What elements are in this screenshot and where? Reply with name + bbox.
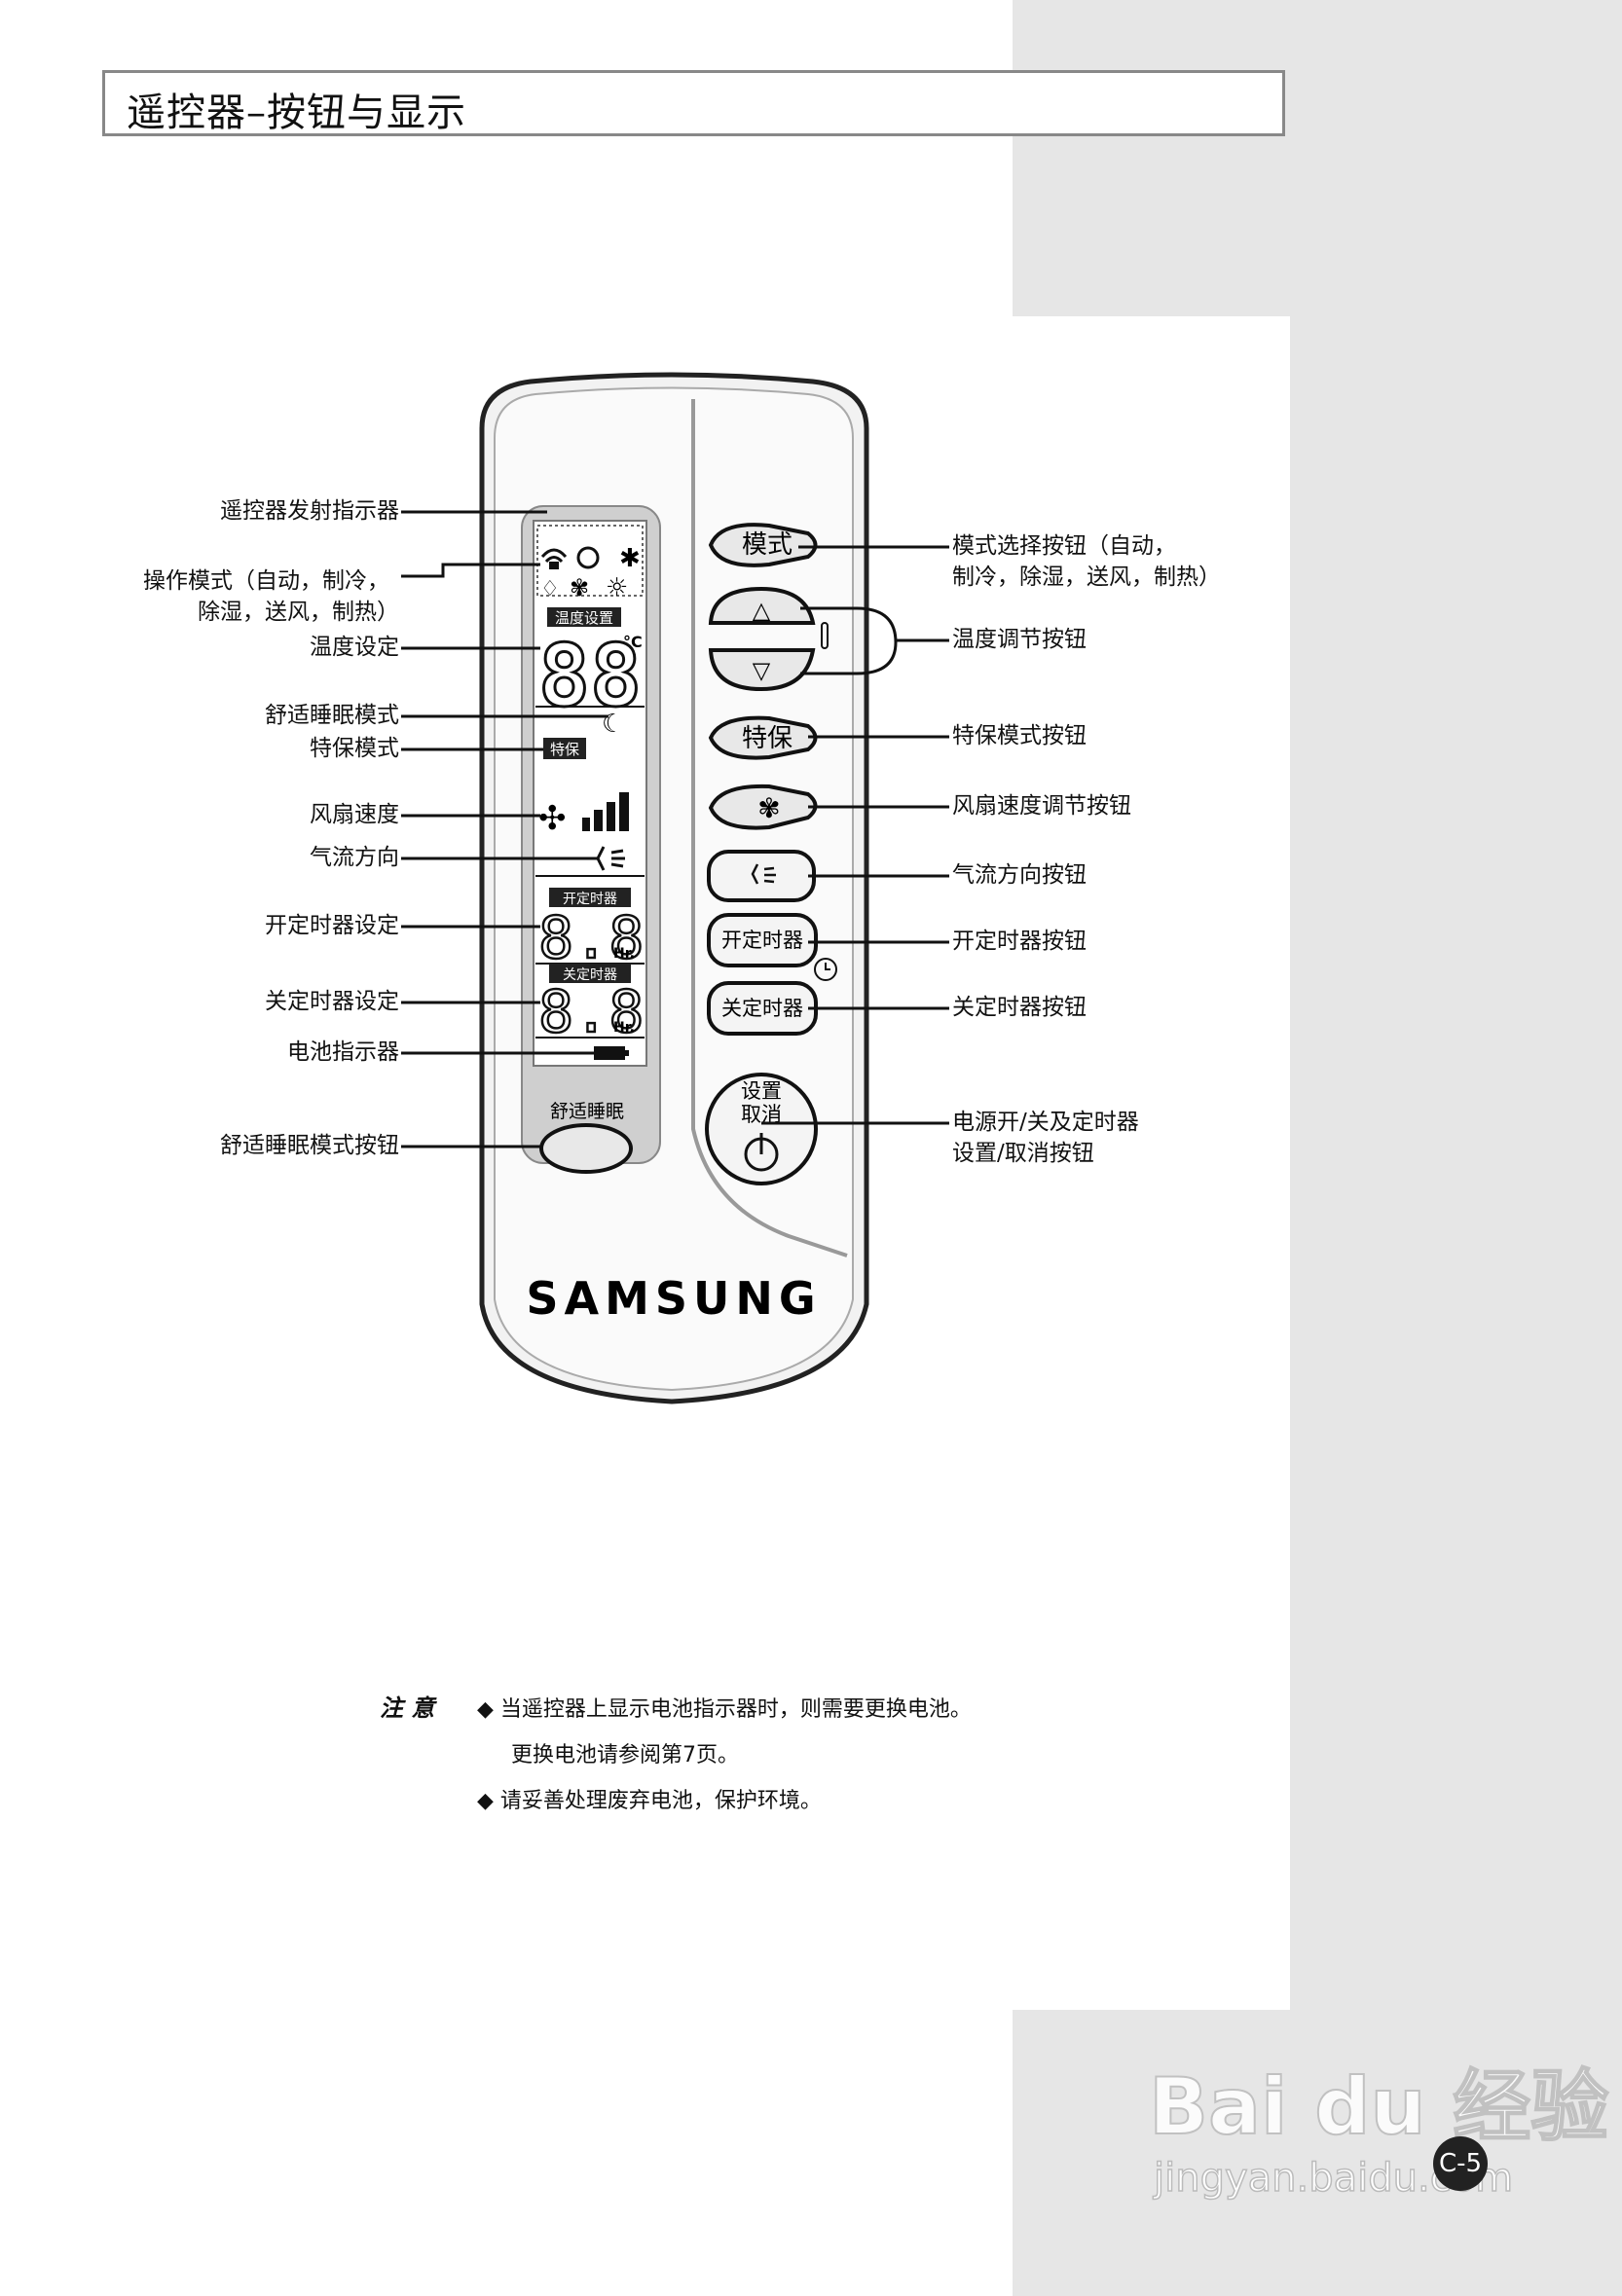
label-fan-speed-button: 风扇速度调节按钮 [952, 793, 1131, 819]
fan-speed-icon: ✣ [538, 799, 567, 838]
label-sleep-mode: 舒适睡眠模式 [265, 703, 399, 728]
watermark-logo: Bai du 经验 [1148, 2060, 1609, 2153]
temp-set-tag-bg [547, 607, 621, 627]
label-temp-setting: 温度设定 [310, 635, 399, 660]
moon-icon: ☾ [602, 710, 624, 739]
airflow-button-icon [751, 863, 776, 885]
gray-band-right [1290, 316, 1622, 2010]
note-line-2: 更换电池请参阅第7页。 [511, 1743, 739, 1768]
label-sleep-button: 舒适睡眠模式按钮 [220, 1133, 399, 1158]
airflow-button [707, 850, 816, 902]
fan-bar-2 [594, 810, 603, 831]
timer-off-hr: Hr. [613, 1020, 635, 1036]
label-mode-button-2: 制冷，除湿，送风，制热） [952, 565, 1221, 590]
label-timer-off-button: 关定时器按钮 [952, 995, 1087, 1020]
brand-logo: SAMSUNG [526, 1272, 821, 1325]
fan-mode-icon: ✾ [570, 574, 589, 601]
clock-icon [814, 958, 837, 981]
label-battery-indicator: 电池指示器 [287, 1039, 399, 1065]
timer-off-tag-bg [549, 964, 631, 983]
temp-digits: 88 [538, 626, 642, 726]
turbo-button-label: 特保 [742, 724, 793, 753]
timer-off-digits: 8.8 [538, 978, 644, 1046]
temp-up-icon: △ [753, 597, 771, 624]
timer-on-hr: Hr. [613, 946, 635, 962]
temp-set-tag: 温度设置 [555, 609, 613, 627]
label-timer-on-setting: 开定时器设定 [265, 913, 399, 938]
temp-unit: °C [623, 633, 643, 651]
note-line-3: ◆ 请妥善处理废弃电池，保护环境。 [477, 1789, 822, 1813]
label-operation-mode-1: 操作模式（自动，制冷， [143, 568, 389, 594]
remote-panel-divider [691, 399, 848, 1257]
timer-on-digits: 8.8 [538, 904, 644, 972]
dry-mode-icon: ♢ [540, 577, 560, 601]
temp-up-button [708, 586, 816, 625]
label-temp-adjust-button: 温度调节按钮 [952, 627, 1087, 652]
auto-mode-icon [576, 546, 600, 569]
temp-down-icon: ▽ [753, 657, 771, 684]
turbo-tag-bg [543, 738, 586, 759]
fan-button-icon: ✾ [757, 792, 780, 824]
power-button-set: 设置 [741, 1079, 782, 1103]
gray-band-bottom [1013, 2010, 1622, 2296]
snowflake-icon: ✱ [619, 544, 641, 573]
page-number: C-5 [1433, 2136, 1488, 2191]
fan-bar-1 [582, 818, 590, 831]
label-turbo-mode: 特保模式 [310, 736, 399, 761]
sun-icon: ☼ [606, 573, 628, 602]
label-turbo-button: 特保模式按钮 [952, 723, 1087, 748]
title-box: 遥控器–按钮与显示 [102, 70, 1285, 136]
right-leaders [761, 545, 949, 1125]
mode-button-label: 模式 [742, 530, 793, 560]
label-fan-speed: 风扇速度 [310, 802, 399, 827]
note-line-1: ◆ 当遥控器上显示电池指示器时，则需要更换电池。 [477, 1697, 972, 1722]
timer-off-tag: 关定时器 [563, 967, 617, 983]
label-airflow-direction: 气流方向 [310, 845, 399, 870]
page-title: 遥控器–按钮与显示 [127, 91, 466, 135]
timer-on-tag-bg [549, 888, 631, 907]
gray-band-top [1013, 0, 1622, 316]
battery-icon-tip [625, 1050, 629, 1056]
note-title: 注 意 [380, 1694, 435, 1722]
turbo-tag: 特保 [550, 741, 579, 758]
temp-down-button [708, 648, 816, 692]
label-power-button-2: 设置/取消按钮 [952, 1141, 1094, 1166]
label-transmit-indicator: 遥控器发射指示器 [220, 498, 399, 524]
timer-off-button-label: 关定时器 [721, 997, 803, 1020]
transmit-icon-base [549, 562, 559, 569]
label-timer-off-setting: 关定时器设定 [265, 989, 399, 1014]
label-timer-on-button: 开定时器按钮 [952, 929, 1087, 954]
fan-bar-3 [607, 802, 615, 831]
power-button [705, 1073, 818, 1185]
thermometer-icon [821, 622, 829, 649]
mode-button [708, 523, 818, 567]
sleep-caption: 舒适睡眠 [550, 1101, 624, 1122]
timer-on-tag: 开定时器 [563, 892, 617, 907]
label-operation-mode-2: 除湿，送风，制热） [198, 600, 399, 625]
transmit-icon [540, 548, 568, 564]
label-airflow-button: 气流方向按钮 [952, 862, 1087, 888]
timer-on-button [707, 913, 818, 967]
fan-bar-4 [619, 792, 629, 831]
label-power-button-1: 电源开/关及定时器 [952, 1110, 1139, 1135]
label-mode-button-1: 模式选择按钮（自动， [952, 533, 1176, 559]
mode-icons-box [536, 525, 644, 597]
timer-on-button-label: 开定时器 [721, 929, 803, 952]
sleep-button [539, 1123, 633, 1174]
left-leaders [401, 510, 608, 1148]
battery-icon [594, 1046, 625, 1060]
